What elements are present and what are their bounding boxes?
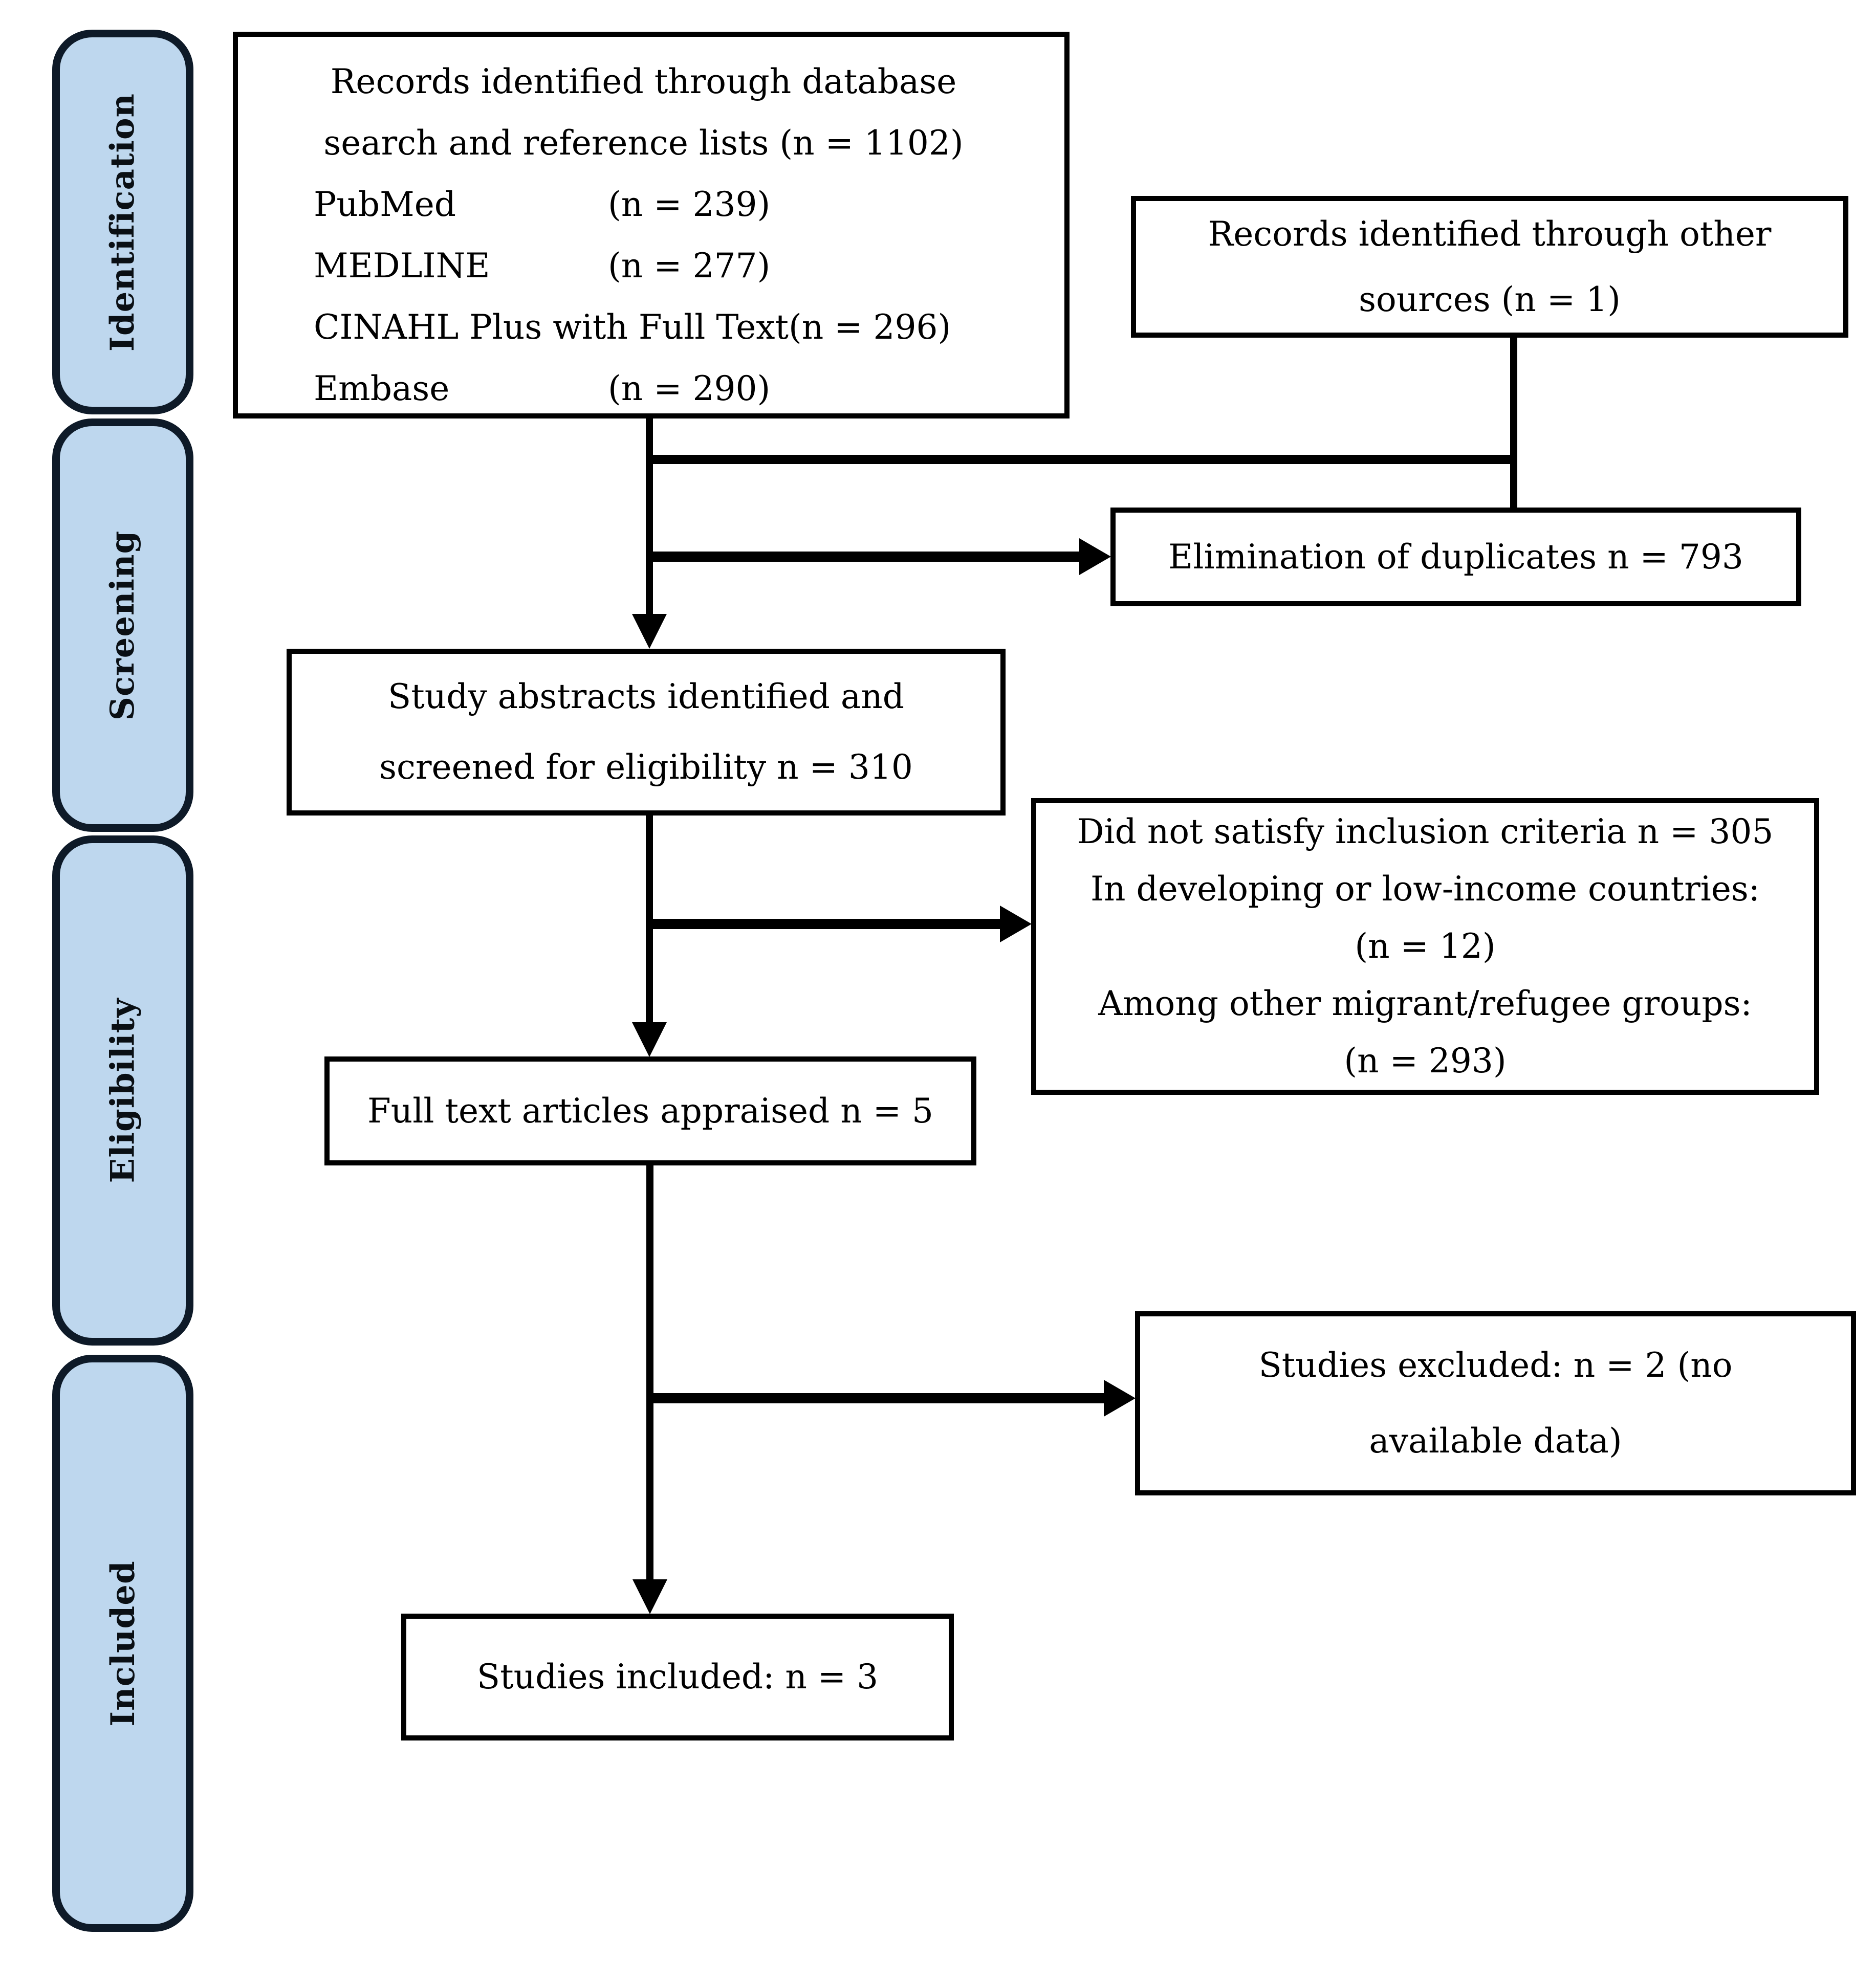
box-other-sources: Records identified through other sources… [1131, 196, 1848, 338]
source-name: MEDLINE [314, 246, 490, 285]
arrowhead-studies-excluded [1104, 1380, 1136, 1417]
source-row-pubmed: PubMed (n = 239) [238, 174, 1049, 235]
connector-to-duplicates [646, 552, 1080, 562]
stage-eligibility: Eligibility [52, 835, 193, 1346]
box-fulltext-appraised: Full text articles appraised n = 5 [324, 1056, 976, 1165]
source-row-cinahl: CINAHL Plus with Full Text (n = 296) [238, 297, 1049, 358]
arrowhead-fulltext [632, 1022, 667, 1057]
source-name: Embase [314, 369, 450, 408]
box-records-identified: Records identified through database sear… [233, 32, 1070, 418]
source-count: (n = 290) [608, 369, 771, 408]
abstracts-line1: Study abstracts identified and [388, 677, 904, 716]
source-count: (n = 277) [608, 246, 771, 285]
arrowhead-excluded-criteria [1000, 906, 1032, 942]
box-abstracts-screened: Study abstracts identified and screened … [287, 649, 1006, 816]
arrowhead-duplicates [1079, 538, 1111, 575]
studies-excluded-line2: available data) [1369, 1421, 1622, 1461]
connector-fulltext-down [646, 1165, 653, 1580]
excluded-criteria-line2: In developing or low-income countries: [1090, 869, 1760, 909]
excluded-criteria-line1: Did not satisfy inclusion criteria n = 3… [1077, 812, 1774, 851]
connector-to-studies-excluded [646, 1393, 1104, 1403]
other-sources-line1: Records identified through other [1208, 214, 1772, 254]
excluded-criteria-line3: (n = 12) [1355, 927, 1496, 966]
source-count: (n = 296) [789, 307, 951, 347]
box-elimination-duplicates: Elimination of duplicates n = 793 [1110, 508, 1801, 606]
stage-eligibility-label: Eligibility [103, 998, 142, 1183]
stage-identification-label: Identification [103, 93, 142, 351]
connector-to-excluded-criteria [646, 919, 1000, 929]
connector-merge-horizontal [646, 455, 1517, 464]
source-name: CINAHL Plus with Full Text [314, 307, 789, 347]
arrowhead-studies-included [632, 1579, 667, 1614]
source-count: (n = 239) [608, 185, 771, 224]
records-identified-line2: search and reference lists (n = 1102) [323, 123, 964, 163]
box-studies-included: Studies included: n = 3 [401, 1614, 954, 1740]
fulltext-text: Full text articles appraised n = 5 [367, 1091, 934, 1131]
stage-included: Included [52, 1355, 193, 1932]
connector-other-sources-down [1510, 338, 1517, 508]
box-excluded-criteria: Did not satisfy inclusion criteria n = 3… [1031, 798, 1819, 1095]
excluded-criteria-line4: Among other migrant/refugee groups: [1098, 984, 1752, 1023]
connector-identified-down [646, 418, 653, 615]
duplicates-text: Elimination of duplicates n = 793 [1168, 537, 1743, 577]
records-identified-line1: Records identified through database [330, 62, 957, 101]
source-row-medline: MEDLINE (n = 277) [238, 235, 1049, 297]
excluded-criteria-line5: (n = 293) [1344, 1041, 1507, 1081]
abstracts-line2: screened for eligibility n = 310 [379, 747, 913, 787]
source-name: PubMed [314, 185, 456, 224]
stage-identification: Identification [52, 30, 193, 414]
box-studies-excluded: Studies excluded: n = 2 (no available da… [1135, 1311, 1856, 1495]
other-sources-line2: sources (n = 1) [1359, 279, 1621, 319]
source-row-embase: Embase (n = 290) [238, 358, 1049, 420]
studies-included-text: Studies included: n = 3 [476, 1657, 879, 1696]
stage-screening-label: Screening [103, 530, 142, 720]
studies-excluded-line1: Studies excluded: n = 2 (no [1258, 1346, 1733, 1385]
stage-included-label: Included [103, 1560, 142, 1727]
arrowhead-abstracts [632, 614, 667, 649]
stage-screening: Screening [52, 418, 193, 832]
